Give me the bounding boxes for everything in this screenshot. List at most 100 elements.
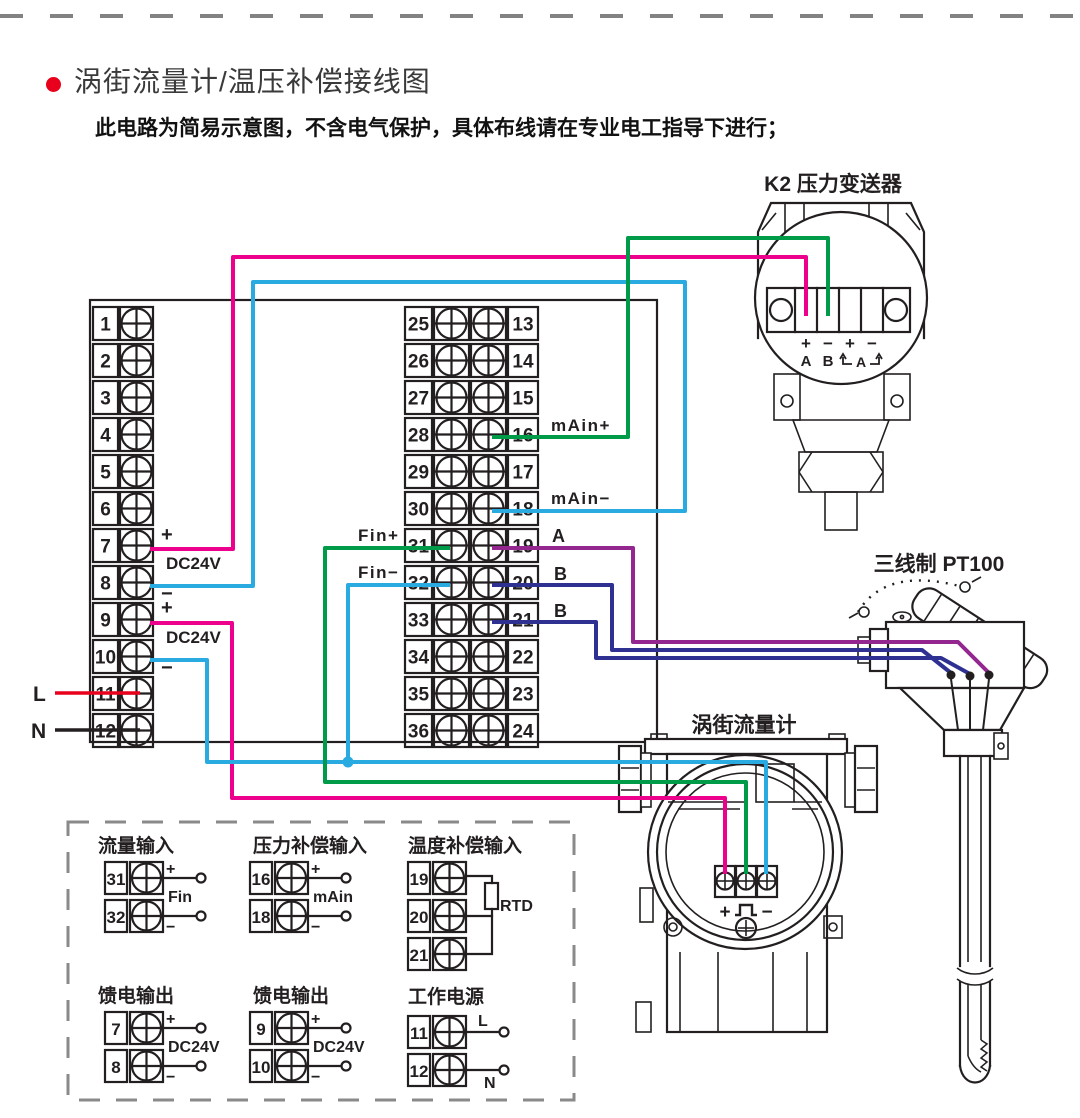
- terminal-number-label: 1: [100, 315, 111, 336]
- screw-terminal: [432, 453, 471, 490]
- screw-terminal: [432, 675, 471, 712]
- terminal-number-label: 8: [100, 574, 111, 595]
- live-label: L: [33, 683, 46, 706]
- terminal-number-label: 18: [252, 908, 271, 927]
- screw-terminal: [431, 1052, 468, 1088]
- screw-terminal: [128, 898, 165, 934]
- open-terminal-circle: [195, 1060, 207, 1072]
- terminal-number: 7: [91, 527, 120, 564]
- terminal-number: 24: [506, 712, 540, 749]
- screw-terminal: [118, 490, 155, 527]
- k2-terminal-b-label: B: [823, 353, 834, 370]
- screw-terminal: [273, 1010, 310, 1046]
- pt100-terminal-dot: [965, 671, 975, 681]
- terminal-number: 19: [506, 527, 540, 564]
- screw-terminal: [469, 712, 508, 749]
- terminal-number-label: 7: [111, 1020, 120, 1039]
- k2-terminal-a-label: A: [801, 353, 812, 370]
- page-top-dashed-divider: [0, 14, 1080, 18]
- terminal-number: 30: [403, 490, 434, 527]
- open-terminal-circle: [195, 1022, 207, 1034]
- rtd-element-coil: [979, 1039, 989, 1072]
- terminal-number-label: 8: [111, 1058, 120, 1077]
- terminal-number-label: 2: [100, 352, 111, 373]
- terminal-number-label: 9: [256, 1020, 265, 1039]
- terminal-number: 33: [403, 601, 434, 638]
- terminal-number: 19: [406, 860, 432, 896]
- terminal-number-label: 31: [107, 870, 126, 889]
- screw-terminal: [432, 564, 471, 601]
- terminal-detail-box: [66, 820, 576, 1102]
- terminal-number-label: 9: [100, 611, 111, 632]
- signal-label: Fin: [168, 889, 192, 906]
- screw-terminal: [469, 490, 508, 527]
- detail-group-title: 温度补偿输入: [408, 834, 522, 857]
- b-label: B: [554, 564, 567, 584]
- terminal-number: 15: [506, 379, 540, 416]
- terminal-number: 25: [403, 305, 434, 342]
- terminal-number: 5: [91, 453, 120, 490]
- terminal-number: 16: [248, 860, 274, 896]
- wire-a-to-pt100: [492, 546, 991, 675]
- screw-terminal: [128, 1010, 165, 1046]
- screw-terminal: [431, 898, 468, 934]
- terminal-number-label: 14: [512, 352, 534, 373]
- screw-terminal: [118, 379, 155, 416]
- terminal-number: 34: [403, 638, 434, 675]
- k2-polarity-label: +: [845, 334, 855, 353]
- screw-terminal: [432, 490, 471, 527]
- pt100-title: 三线制 PT100: [874, 552, 1005, 576]
- wire-dc24v-plus-to-flowmeter: [150, 621, 727, 874]
- minus-label: −: [166, 919, 175, 936]
- screw-terminal: [469, 305, 508, 342]
- b-label: B: [554, 601, 567, 621]
- terminal-number-label: 4: [100, 426, 111, 447]
- terminal-number-label: 20: [410, 908, 429, 927]
- wire-fin-minus-junction: [346, 583, 450, 764]
- screw-terminal: [431, 860, 468, 896]
- open-terminal-circle: [195, 872, 207, 884]
- terminal-number: 14: [506, 342, 540, 379]
- sensor-neck: [897, 686, 1026, 732]
- dc24v-label: DC24V: [166, 628, 221, 647]
- terminal-number-label: 16: [252, 870, 271, 889]
- terminal-number-label: 29: [408, 463, 429, 484]
- plus-label: +: [161, 524, 173, 546]
- terminal-number: 2: [91, 342, 120, 379]
- minus-label: −: [166, 1069, 175, 1086]
- screw-terminal: [128, 1048, 165, 1084]
- screw-terminal: [469, 379, 508, 416]
- flowmeter-right-gland: [853, 744, 879, 814]
- screw-terminal: [118, 712, 155, 749]
- screw-terminal: [469, 638, 508, 675]
- plus-label: +: [166, 861, 175, 878]
- main-plus-label: mAin+: [551, 416, 611, 435]
- detail-group-title: 馈电输出: [253, 984, 329, 1007]
- recorder-outline: [88, 298, 659, 744]
- minus-label: −: [161, 657, 173, 679]
- terminal-number-label: 15: [512, 389, 534, 410]
- terminal-number: 35: [403, 675, 434, 712]
- terminal-number: 28: [403, 416, 434, 453]
- rtd-resistor-symbol: [483, 881, 500, 911]
- open-terminal-circle: [340, 910, 352, 922]
- terminal-number-label: 22: [512, 648, 533, 669]
- screw-terminal: [432, 601, 471, 638]
- terminal-number-label: 6: [100, 500, 111, 521]
- terminal-number-label: 27: [408, 389, 429, 410]
- detail-group-title: 压力补偿输入: [253, 834, 367, 857]
- live-label: L: [478, 1013, 488, 1030]
- screw-terminal: [118, 342, 155, 379]
- terminal-number-label: 5: [100, 463, 111, 484]
- screw-terminal: [273, 860, 310, 896]
- screw-terminal: [432, 342, 471, 379]
- sensor-head-leads: [950, 678, 990, 731]
- cap-swing-dotted-arc: [856, 579, 964, 613]
- terminal-number: 20: [406, 898, 432, 934]
- sensor-head: [884, 620, 1026, 690]
- terminal-number: 32: [103, 898, 129, 934]
- terminal-number: 18: [506, 490, 540, 527]
- terminal-number: 9: [248, 1010, 274, 1046]
- plus-label: +: [311, 1011, 320, 1028]
- fin-plus-label: Fin+: [358, 526, 399, 545]
